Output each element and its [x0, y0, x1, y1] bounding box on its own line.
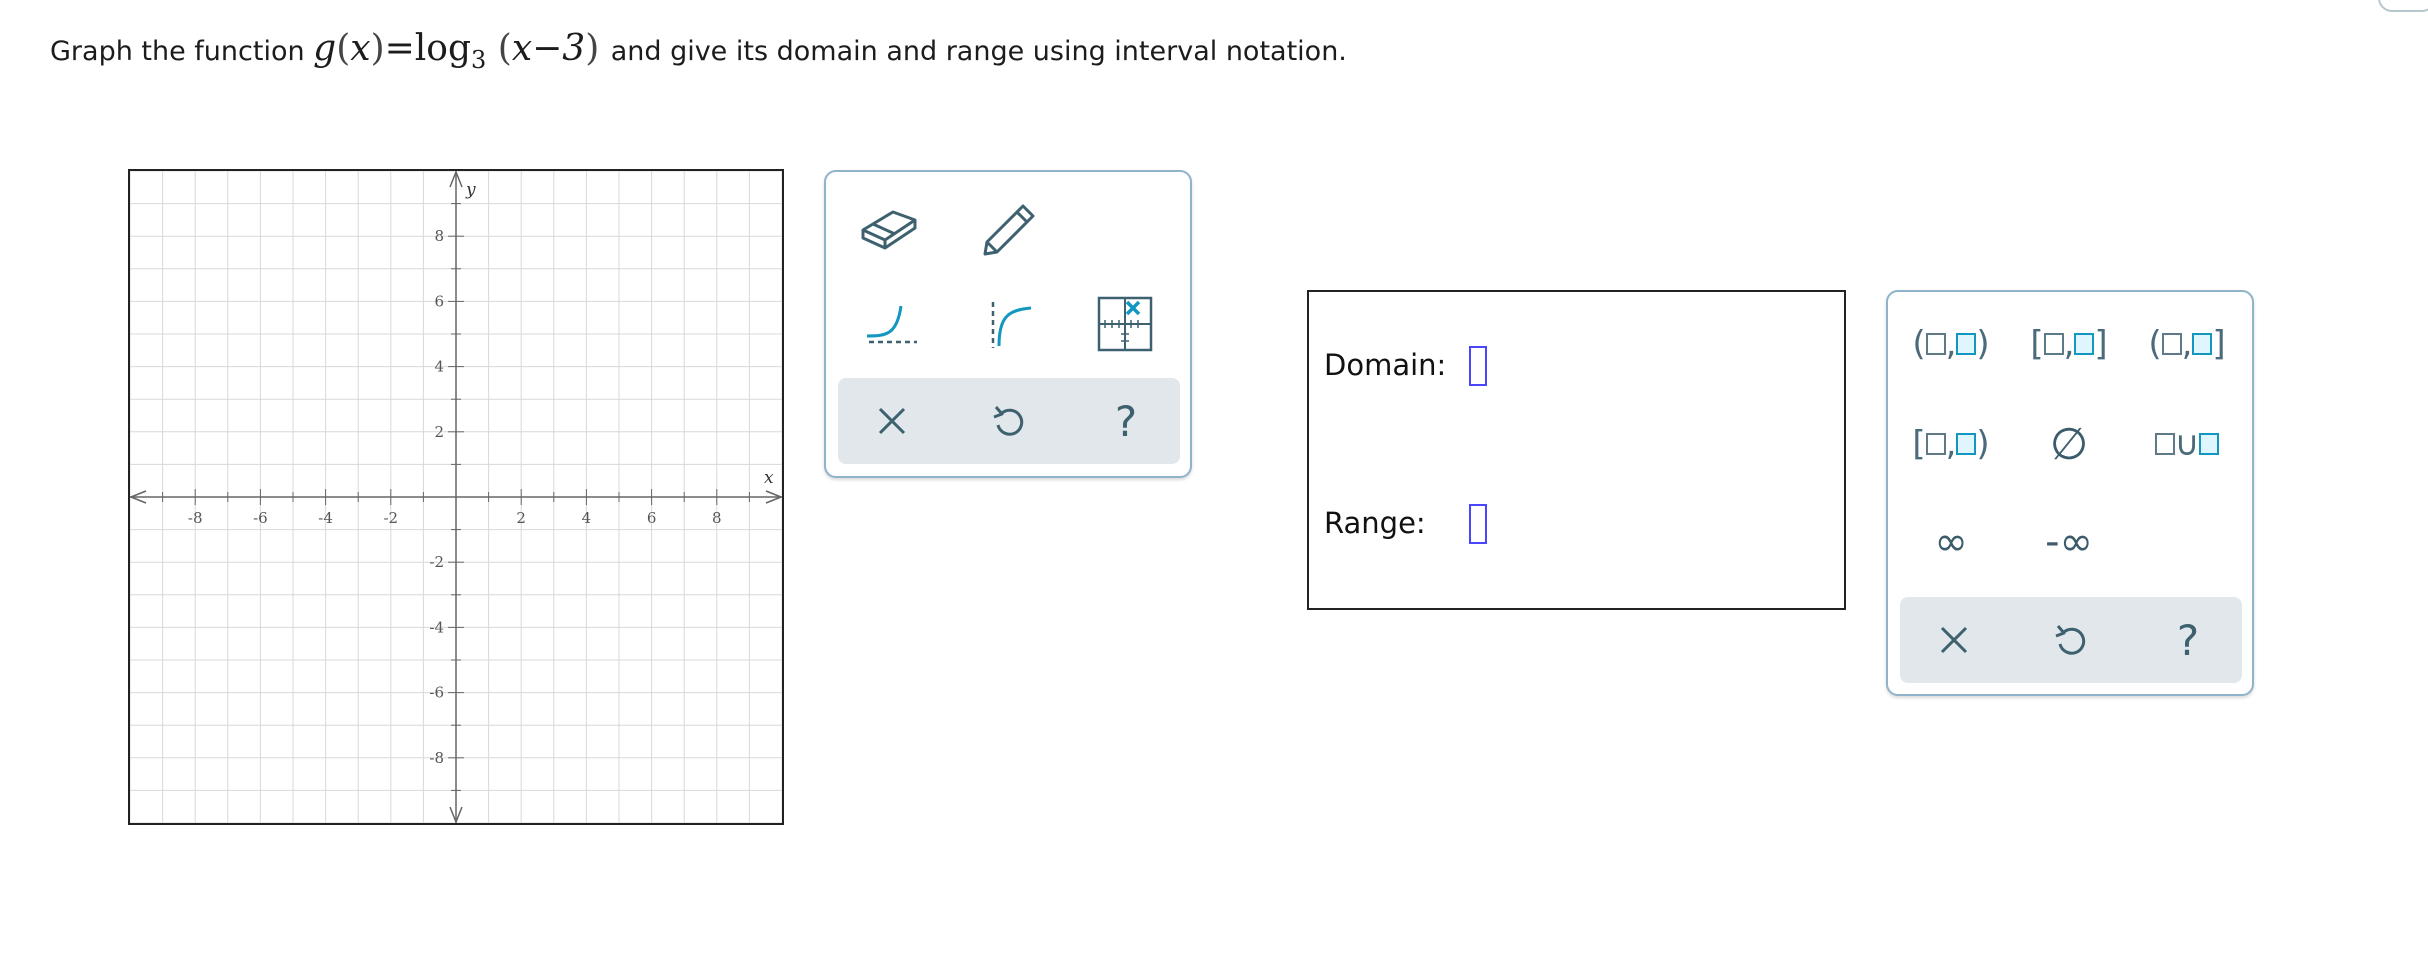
- interval-keypad: (,) [,] (,] [,) ∅ ∪ ∞ -∞ ?: [1886, 290, 2254, 696]
- log-argument: x−3: [511, 28, 586, 69]
- y-tick-label: 6: [434, 292, 444, 310]
- range-input[interactable]: [1469, 504, 1487, 544]
- answer-help-button[interactable]: ?: [2138, 597, 2238, 683]
- logarithmic-curve-icon: [991, 302, 1032, 348]
- undo-graph-button[interactable]: [959, 378, 1059, 464]
- problem-prefix: Graph the function: [50, 36, 314, 67]
- eraser-icon: [861, 210, 917, 250]
- y-tick-label: -4: [429, 618, 444, 636]
- exponential-tool[interactable]: [848, 286, 938, 362]
- close-icon: [878, 407, 906, 435]
- help-icon: ?: [2176, 615, 2200, 665]
- grid-point-tool[interactable]: [1080, 286, 1170, 362]
- infinity-key[interactable]: ∞: [1896, 502, 2006, 582]
- x-tick-label: 6: [647, 509, 657, 527]
- eraser-tool[interactable]: [844, 188, 934, 264]
- y-axis-arrow-up: [449, 171, 463, 188]
- union-symbol: ∪: [2174, 424, 2200, 464]
- union-key[interactable]: ∪: [2132, 404, 2242, 484]
- x-tick-label: -6: [253, 509, 268, 527]
- x-tick-label: -8: [188, 509, 203, 527]
- grid-point-icon: [1097, 296, 1153, 352]
- empty-set-symbol: ∅: [2049, 418, 2089, 470]
- negative-infinity-key[interactable]: -∞: [2014, 502, 2124, 582]
- y-axis-label: y: [465, 180, 476, 200]
- problem-suffix: and give its domain and range using inte…: [610, 36, 1347, 67]
- closed-closed-interval-key[interactable]: [,]: [2030, 324, 2108, 364]
- pencil-icon: [983, 204, 1035, 256]
- clear-graph-button[interactable]: [842, 378, 942, 464]
- undo-icon: [993, 406, 1024, 436]
- help-icon: ?: [1114, 396, 1138, 446]
- range-label: Range:: [1324, 506, 1426, 540]
- domain-label: Domain:: [1324, 348, 1447, 382]
- x-tick-label: -2: [383, 509, 398, 527]
- graph-toolbox: ?: [824, 170, 1192, 478]
- undo-answer-button[interactable]: [2021, 597, 2121, 683]
- x-axis-label: x: [764, 468, 774, 488]
- closed-open-interval-key[interactable]: [,): [1912, 424, 1990, 464]
- y-tick-label: 2: [434, 423, 444, 441]
- x-tick-label: 2: [516, 509, 526, 527]
- function-expression: g(x)=log3 (x−3): [313, 28, 600, 75]
- coordinate-grid[interactable]: -8 -6 -4 -2 2 4 6 8 8 6 4 2 -2 -4 -6 -8 x y: [130, 171, 782, 823]
- undo-icon: [2055, 625, 2086, 655]
- corner-button[interactable]: [2378, 0, 2428, 12]
- log-base: 3: [471, 46, 487, 75]
- y-tick-label: -2: [429, 553, 444, 571]
- x-axis-arrow-right: [765, 490, 782, 504]
- close-icon: [1940, 626, 1968, 654]
- empty-set-key[interactable]: ∅: [2014, 404, 2124, 484]
- answer-panel: Domain: Range:: [1307, 290, 1846, 610]
- negative-infinity-symbol: -∞: [2045, 519, 2093, 565]
- domain-input[interactable]: [1469, 346, 1487, 386]
- x-axis-arrow-left: [130, 490, 147, 504]
- keypad-actions: ?: [1900, 597, 2242, 683]
- open-closed-interval-key[interactable]: (,]: [2148, 324, 2226, 364]
- y-tick-label: -8: [429, 749, 444, 767]
- log-text: log: [414, 28, 472, 69]
- function-name: g: [313, 28, 337, 69]
- x-tick-label: -4: [318, 509, 333, 527]
- open-open-interval-key[interactable]: (,): [1912, 324, 1990, 364]
- y-tick-label: 4: [434, 358, 444, 376]
- graph-canvas[interactable]: -8 -6 -4 -2 2 4 6 8 8 6 4 2 -2 -4 -6 -8 x y: [128, 169, 784, 825]
- infinity-symbol: ∞: [1934, 519, 1968, 565]
- clear-answer-button[interactable]: [1904, 597, 2004, 683]
- y-tick-label: 8: [434, 227, 444, 245]
- graph-tool-actions: ?: [838, 378, 1180, 464]
- problem-statement: Graph the function g(x)=log3 (x−3) and g…: [50, 28, 1347, 74]
- equals-sign: =: [384, 28, 415, 69]
- x-tick-label: 8: [712, 509, 722, 527]
- x-tick-label: 4: [582, 509, 592, 527]
- graph-help-button[interactable]: ?: [1076, 378, 1176, 464]
- y-axis-arrow-down: [449, 806, 463, 823]
- function-argument: x: [350, 28, 371, 69]
- pencil-tool[interactable]: [964, 188, 1054, 264]
- y-tick-label: -6: [429, 684, 444, 702]
- logarithmic-tool[interactable]: [964, 286, 1054, 362]
- exponential-curve-icon: [866, 305, 917, 344]
